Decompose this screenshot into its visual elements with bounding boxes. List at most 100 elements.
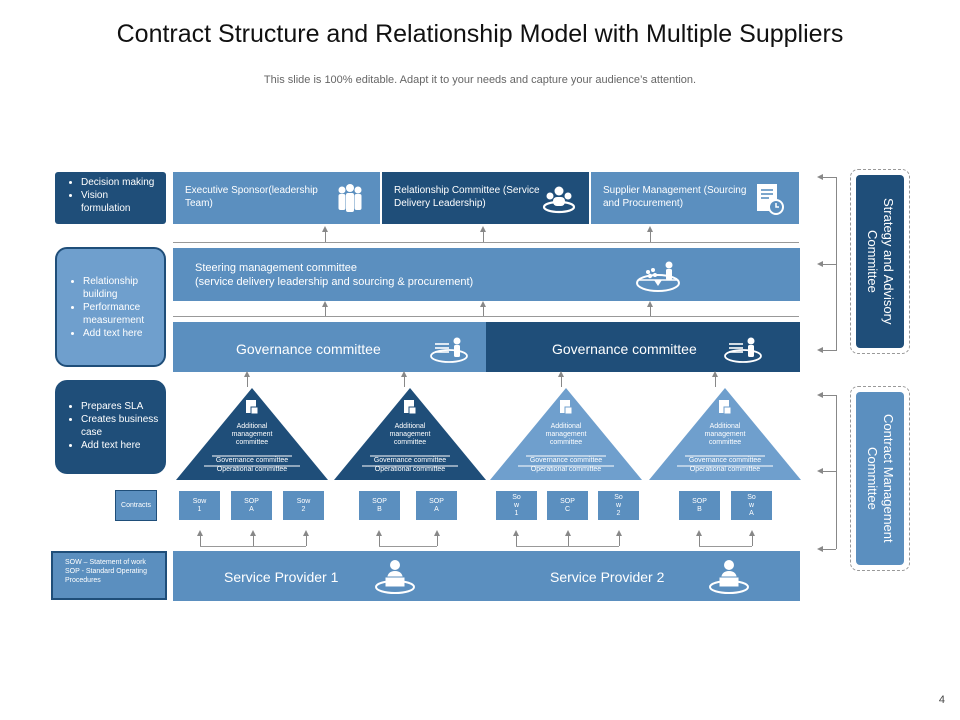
legend-box: SOW – Statement of work SOP - Standard O… [51,551,167,600]
document-icon [246,400,259,415]
note-decision: Decision making Vision formulation [55,172,166,224]
document-clock-icon [757,184,784,215]
rail-connector [836,395,837,549]
service-provider-2: Service Provider 2 [486,551,800,601]
pyramid-top-label: Additional management committee [231,423,273,446]
pyramid-2: Additional management committee Governan… [334,388,486,480]
sop-box: SOP A [415,490,458,521]
pyramid-bottom-label: Operational committee [216,466,288,473]
pyramid-shape [334,388,486,480]
connector-arrow [565,530,571,546]
note-item: Creates business case [81,413,160,439]
page-subtitle: This slide is 100% editable. Adapt it to… [263,74,697,86]
pyramid-shape [649,388,801,480]
connector-arrow [647,301,653,316]
note-item: Performance measurement [83,301,158,327]
connector-arrow [244,371,250,387]
connector-arrow [513,530,519,546]
note-item: Add text here [81,439,160,452]
pyramid-mid-label: Governance committee [373,457,447,464]
pyramid-bottom-label: Operational committee [689,466,761,473]
meeting-icon [542,186,576,214]
pyramid-shape [490,388,642,480]
rail-arrow [817,261,836,267]
connector-arrow [749,530,755,546]
steering-committee-box: Steering management committee (service d… [173,248,800,301]
connector-arrow [480,226,486,242]
connector-arrow [434,530,440,546]
relationship-committee-box: Relationship Committee (Service Delivery… [382,172,589,224]
connector-arrow [197,530,203,546]
executive-sponsor-box: Executive Sponsor(leadership Team) [173,172,380,224]
contract-management-committee: Contract Management Committee [856,392,904,565]
connector-arrow [376,530,382,546]
team-icon [338,184,362,212]
note-item: Add text here [83,327,158,340]
provider-label: Service Provider 2 [550,569,665,585]
connector-arrow [558,371,564,387]
steering-subtitle: (service delivery leadership and sourcin… [195,276,474,288]
balance-icon [636,261,680,292]
supplier-management-label: Supplier Management (Sourcing and Procur… [603,185,747,209]
connector-arrow [696,530,702,546]
pyramid-bottom-label: Operational committee [374,466,446,473]
service-provider-1: Service Provider 1 [173,551,486,601]
connector-line [200,546,306,547]
note-item: Relationship building [83,275,158,301]
note-item: Prepares SLA [81,400,160,413]
connector-line [516,546,619,547]
note-sla: Prepares SLA Creates business case Add t… [55,380,166,474]
note-item: Decision making [81,176,160,189]
sow-box: So w A [730,490,773,521]
pyramid-1: Additional management committee Governan… [176,388,328,480]
sow-box: Sow 2 [282,490,325,521]
connector-arrow [647,226,653,242]
provider-label: Service Provider 1 [224,569,339,585]
sow-box: So w 2 [597,490,640,521]
connector-line [379,546,437,547]
sop-box: SOP A [230,490,273,521]
connector-arrow [480,301,486,316]
executive-sponsor-label: Executive Sponsor(leadership Team) [185,185,318,209]
relationship-committee-label: Relationship Committee (Service Delivery… [394,185,540,209]
sop-box: SOP C [546,490,589,521]
governance-label: Governance committee [236,341,381,357]
document-icon [404,400,417,415]
note-relationship: Relationship building Performance measur… [55,247,166,367]
sop-box: SOP B [358,490,401,521]
sow-box: Sow 1 [178,490,221,521]
connector-arrow [401,371,407,387]
pyramid-top-label: Additional management committee [704,423,746,446]
presenter-icon [430,337,468,363]
rail-arrow [817,468,836,474]
governance-committee-2: Governance committee [486,322,800,372]
pyramid-mid-label: Governance committee [688,457,762,464]
rail-arrow [817,392,836,398]
rail-connector [836,177,837,351]
contracts-box: Contracts [115,490,157,521]
rail-arrow [817,546,836,552]
pyramid-top-label: Additional management committee [545,423,587,446]
governance-label: Governance committee [552,341,697,357]
page-title: Contract Structure and Relationship Mode… [116,20,844,48]
contract-label: Contract Management Committee [865,414,896,543]
connector-arrow [616,530,622,546]
connector-arrow [712,371,718,387]
sow-box: So w 1 [495,490,538,521]
strategy-advisory-committee: Strategy and Advisory Committee [856,175,904,348]
pyramid-shape [176,388,328,480]
document-icon [560,400,573,415]
connector-line [699,546,752,547]
page-number: 4 [938,694,945,706]
governance-committee-1: Governance committee [173,322,486,372]
laptop-user-icon [375,560,415,594]
connector-arrow [250,530,256,546]
connector-line [173,316,799,317]
pyramid-3: Additional management committee Governan… [490,388,642,480]
laptop-user-icon [709,560,749,594]
pyramid-mid-label: Governance committee [215,457,289,464]
connector-arrow [322,226,328,242]
rail-arrow [817,347,836,353]
connector-arrow [303,530,309,546]
steering-title: Steering management committee [195,262,358,274]
